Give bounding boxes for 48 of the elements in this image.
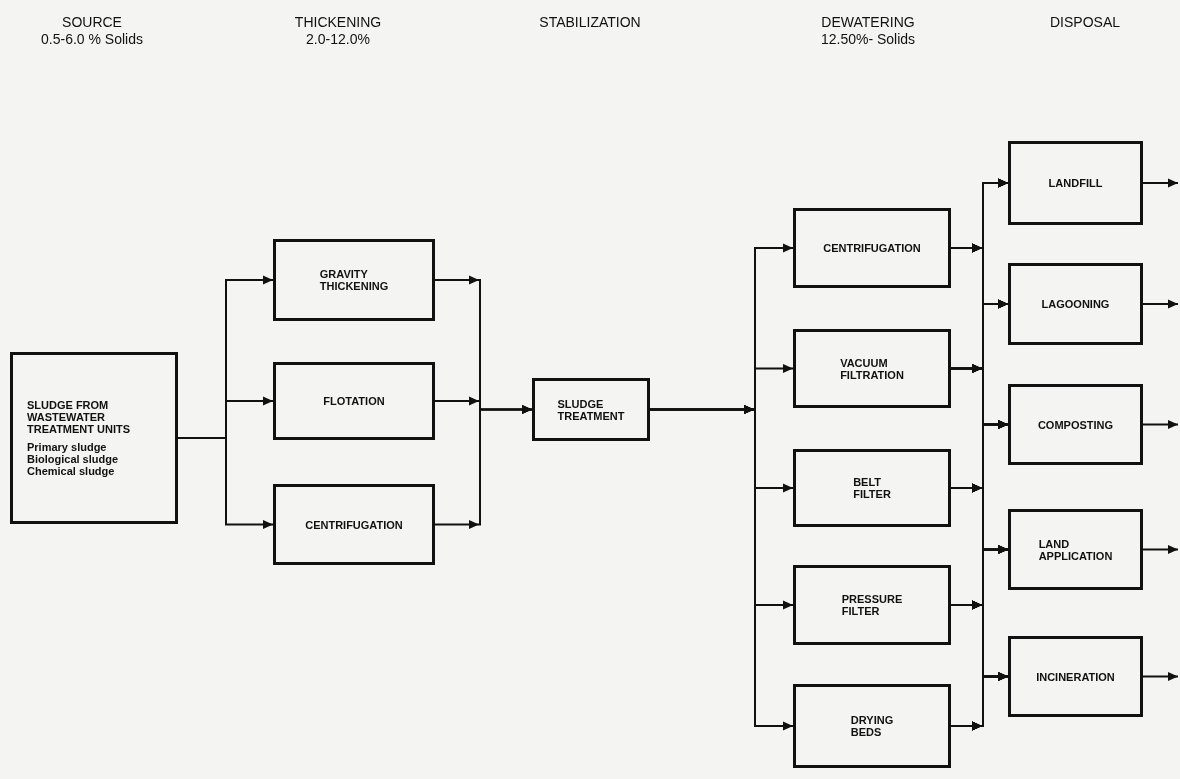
- box-label: LAGOONING: [1041, 298, 1110, 310]
- column-heading: SOURCE: [62, 14, 122, 30]
- process-box: [793, 449, 951, 527]
- box-label: VACUUM FILTRATION: [840, 356, 904, 381]
- box-label: DRYING BEDS: [850, 714, 894, 738]
- arrow: [1142, 178, 1179, 188]
- box-label: COMPOSTING: [1037, 418, 1114, 431]
- arrow: [1142, 545, 1179, 554]
- box-label: PRESSURE FILTER: [841, 593, 903, 617]
- arrow: [649, 405, 794, 731]
- process-box: [1008, 384, 1143, 465]
- solids-range: 2.0-12.0%: [306, 31, 370, 47]
- box-label: CENTRIFUGATION: [305, 518, 403, 531]
- box-label: LAND APPLICATION: [1038, 537, 1113, 562]
- box-label: CENTRIFUGATION: [823, 242, 921, 254]
- process-box: [793, 208, 951, 288]
- solids-range: 12.50%- Solids: [820, 31, 916, 47]
- box-label: GRAVITY THICKENING: [319, 268, 389, 292]
- process-box: [793, 684, 951, 768]
- box-label: INCINERATION: [1036, 670, 1115, 683]
- column-heading: STABILIZATION: [539, 14, 641, 30]
- column-heading: THICKENING: [294, 14, 382, 30]
- solids-range: 0.5-6.0 % Solids: [41, 31, 143, 47]
- column-heading: DISPOSAL: [1050, 14, 1120, 30]
- process-box: [1008, 636, 1143, 717]
- process-box: [1008, 509, 1143, 590]
- arrow: [950, 672, 1009, 731]
- arrow: [1142, 299, 1179, 309]
- box-label: LANDFILL: [1048, 177, 1103, 189]
- process-box: [793, 329, 951, 408]
- process-box: [273, 362, 435, 440]
- process-box: [1008, 263, 1143, 345]
- process-box: [273, 484, 435, 565]
- arrow: [1142, 672, 1179, 681]
- process-box: [532, 378, 650, 441]
- arrow: [177, 437, 274, 529]
- box-label: FLOTATION: [323, 395, 385, 407]
- column-heading: DEWATERING: [821, 14, 915, 30]
- arrow: [1142, 420, 1179, 429]
- box-label: SLUDGE FROM WASTEWATER TREATMENT UNITS: [27, 399, 131, 435]
- process-box: [273, 239, 435, 321]
- arrow: [434, 405, 533, 529]
- process-box: [793, 565, 951, 645]
- box-note: Primary sludge Biological sludge Chemical sludge: [27, 441, 120, 477]
- process-box: [1008, 141, 1143, 225]
- box-label: SLUDGE TREATMENT: [557, 397, 625, 422]
- box-label: BELT FILTER: [853, 476, 891, 500]
- source-box: [10, 352, 178, 524]
